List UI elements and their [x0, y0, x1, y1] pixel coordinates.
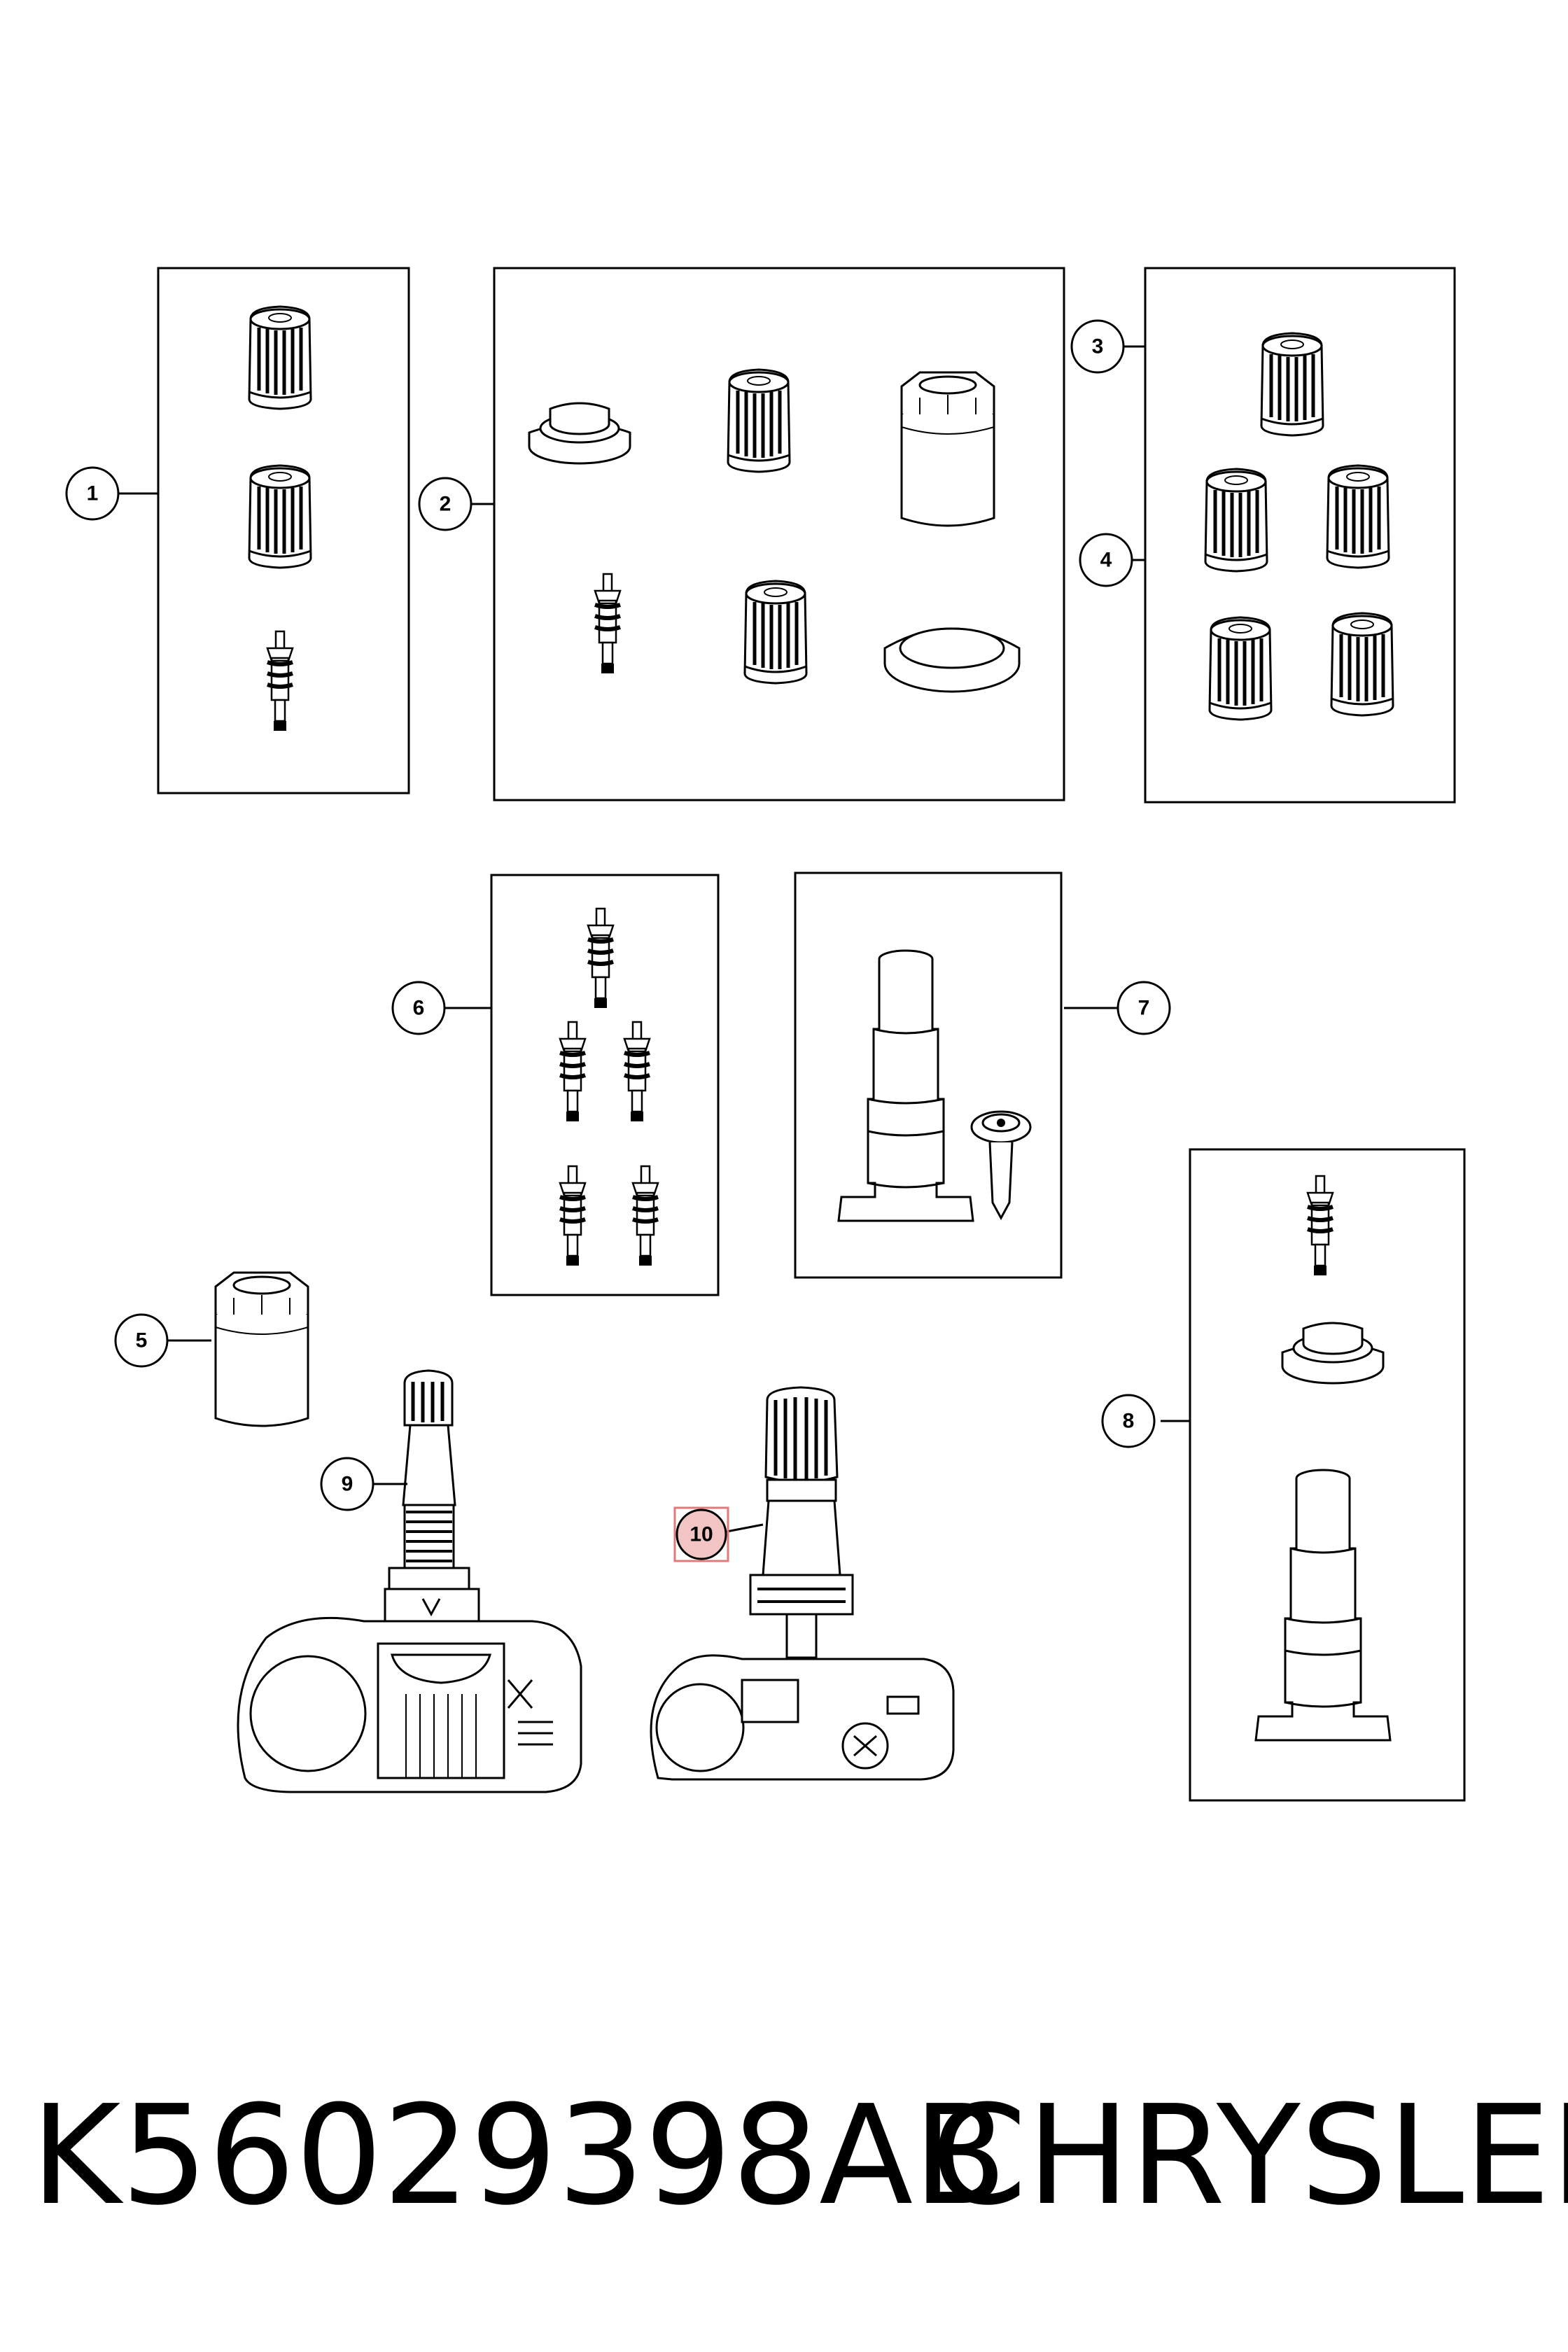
callout-10[interactable]: 10: [673, 1506, 729, 1562]
valve-core-part: [267, 631, 293, 731]
callout-circle: [1101, 1394, 1156, 1448]
callout-label: 3: [1092, 335, 1104, 358]
valve-core-part: [633, 1166, 658, 1266]
tpms-sensor-10: [650, 1386, 955, 1781]
screw-part: [970, 1110, 1032, 1219]
valve-cap-part: [745, 581, 806, 683]
callout-label: 5: [136, 1329, 148, 1352]
valve-cap-part: [728, 370, 790, 472]
callout-3[interactable]: 3: [1070, 319, 1125, 374]
callout-label: 7: [1138, 997, 1150, 1020]
valve-core-part: [560, 1022, 585, 1121]
washer-part: [883, 627, 1021, 693]
callout-circle: [65, 466, 120, 521]
callout-circle: [1079, 533, 1133, 587]
callout-circle: [676, 1508, 727, 1560]
hex-nut-part: [214, 1271, 309, 1427]
valve-cap-part: [249, 307, 311, 409]
callout-4[interactable]: 4: [1079, 533, 1133, 587]
valve-cap-part: [1261, 333, 1323, 435]
valve-stem-part: [1254, 1469, 1392, 1742]
grommet-part: [1281, 1322, 1385, 1385]
valve-cap-part: [1205, 469, 1267, 571]
callout-circle: [391, 981, 446, 1035]
hex-nut-part: [900, 371, 995, 527]
callout-7[interactable]: 7: [1116, 981, 1171, 1035]
callout-label: 2: [440, 493, 451, 516]
callout-circle: [418, 477, 472, 531]
valve-core-part: [560, 1166, 585, 1266]
callout-6[interactable]: 6: [391, 981, 446, 1035]
callout-label: 4: [1100, 549, 1112, 572]
group-3-4-box: [1144, 267, 1456, 804]
callout-label: 8: [1123, 1410, 1135, 1433]
group-2-box: [493, 267, 1065, 802]
callout-5[interactable]: 5: [114, 1313, 169, 1368]
callout-circle: [1116, 981, 1171, 1035]
group-8-box: [1189, 1148, 1466, 1802]
callout-label: 9: [342, 1473, 354, 1496]
highlight-box: [673, 1506, 729, 1562]
valve-stem-part: [837, 949, 974, 1222]
callout-8[interactable]: 8: [1101, 1394, 1156, 1448]
valve-core-part: [588, 909, 613, 1008]
group-6-box: [490, 874, 720, 1296]
valve-core-part: [1308, 1176, 1333, 1275]
valve-cap-part: [1210, 617, 1271, 720]
valve-core-part: [595, 574, 620, 673]
valve-cap-part: [1331, 613, 1393, 715]
tpms-sensor-9: [237, 1369, 582, 1793]
valve-cap-part: [249, 465, 311, 568]
leader-lines: [119, 345, 1190, 1533]
part-number: K56029398AB: [31, 2076, 1007, 2236]
callout-label: 6: [413, 997, 425, 1020]
grommet-part: [528, 402, 631, 465]
callout-label: 1: [87, 482, 99, 505]
callout-circle: [320, 1457, 374, 1511]
callout-circle: [114, 1313, 169, 1368]
group-1-box: [157, 267, 410, 794]
callout-1[interactable]: 1: [65, 466, 120, 521]
callout-9[interactable]: 9: [320, 1457, 374, 1511]
valve-cap-part: [1327, 465, 1389, 568]
group-7-box: [794, 872, 1063, 1279]
callout-label: 10: [690, 1523, 713, 1546]
brand-name: CHRYSLER: [931, 2076, 1568, 2236]
valve-core-part: [624, 1022, 650, 1121]
callout-circle: [1070, 319, 1125, 374]
callout-2[interactable]: 2: [418, 477, 472, 531]
